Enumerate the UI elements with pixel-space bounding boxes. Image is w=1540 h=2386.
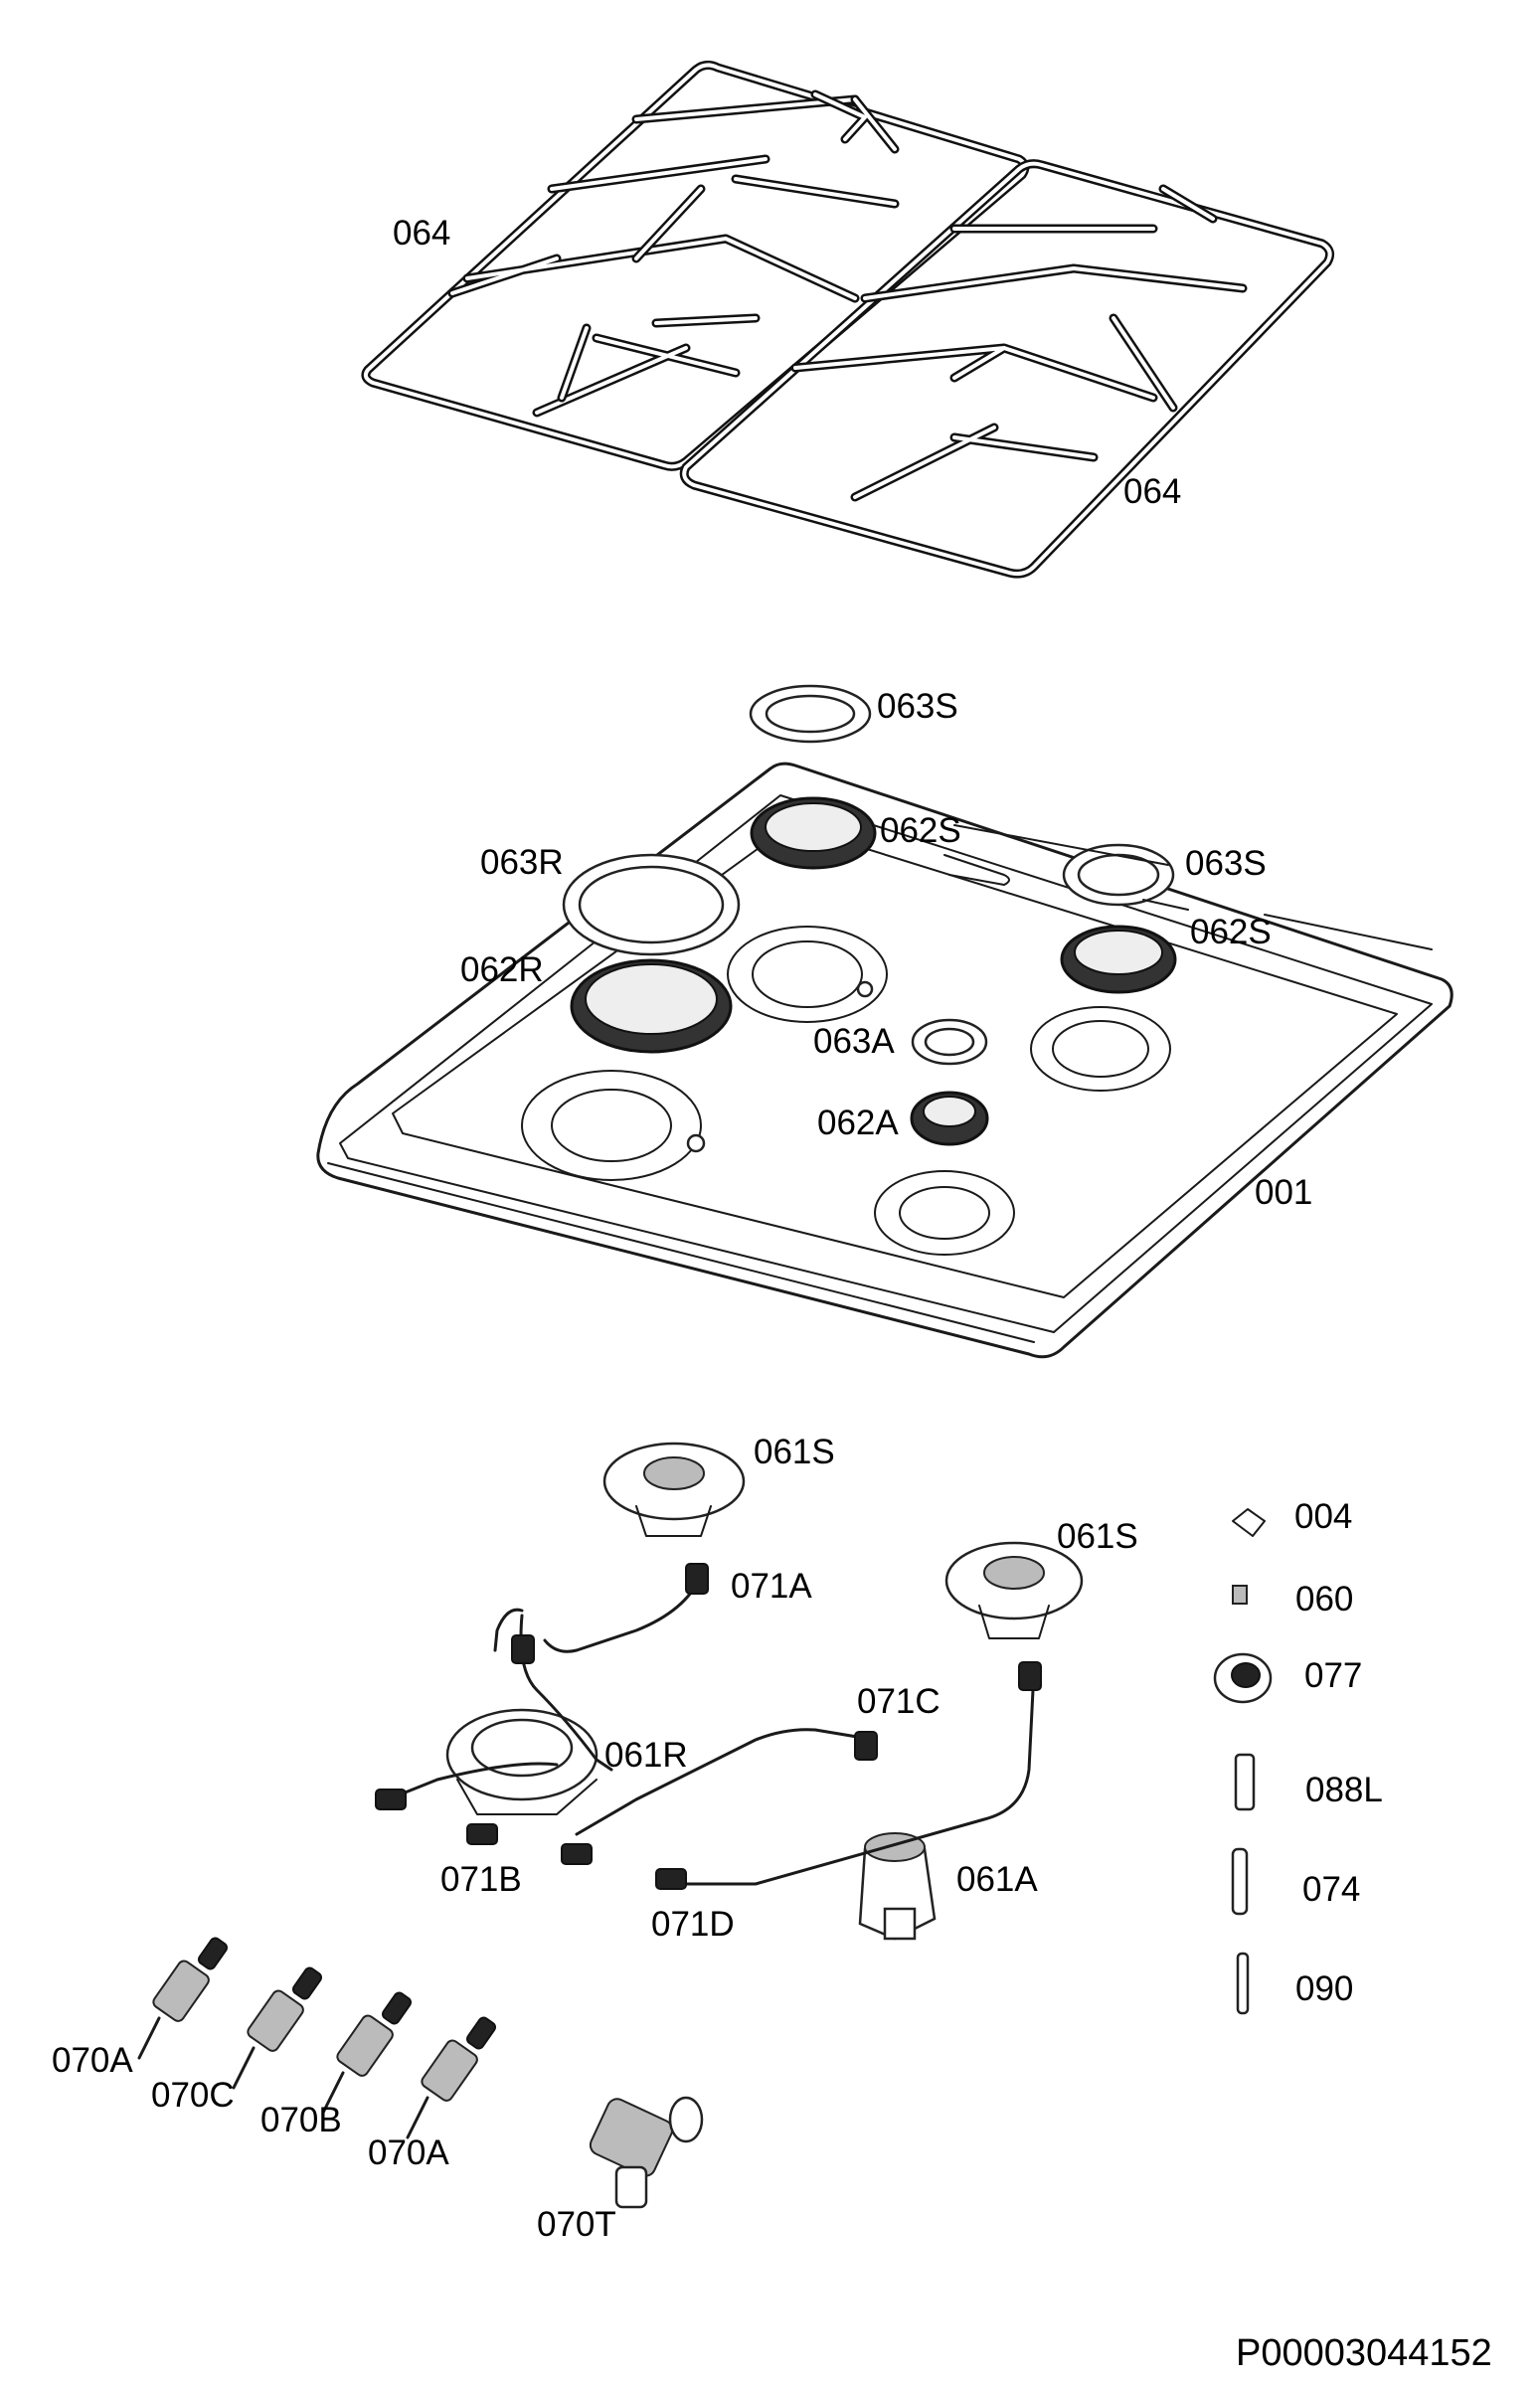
pan-support-right (679, 159, 1335, 579)
label-071c: 071C (857, 1682, 941, 1721)
label-064-right: 064 (1123, 472, 1182, 511)
spare-parts-column (1213, 1508, 1273, 2015)
label-070a-right: 070A (368, 2133, 449, 2172)
pan-support-left (361, 60, 1030, 471)
label-070t: 070T (537, 2205, 616, 2244)
label-070b: 070B (260, 2101, 342, 2139)
burner-caps-and-rings (562, 684, 1177, 1146)
label-070c: 070C (151, 2076, 235, 2115)
burner-body-061s-right (944, 1541, 1084, 1639)
label-060: 060 (1295, 1580, 1354, 1619)
burner-body-061a (858, 1832, 937, 1941)
label-071b: 071B (440, 1860, 522, 1899)
label-088l: 088L (1305, 1771, 1383, 1809)
label-063s-top: 063S (877, 687, 958, 726)
label-061s-right: 061S (1057, 1517, 1138, 1556)
label-062s-top: 062S (880, 811, 961, 850)
label-071a: 071A (731, 1567, 812, 1606)
gas-taps (137, 1937, 704, 2209)
burner-body-061r (445, 1708, 599, 1815)
label-071d: 071D (651, 1905, 735, 1944)
label-077: 077 (1304, 1656, 1363, 1695)
label-062a: 062A (817, 1104, 899, 1142)
label-063r: 063R (480, 843, 564, 882)
leader-lines (953, 824, 1433, 950)
label-064-left: 064 (393, 214, 451, 253)
label-061r: 061R (604, 1736, 688, 1775)
label-062s-right: 062S (1190, 913, 1272, 951)
label-070a-left: 070A (52, 2041, 133, 2080)
burner-body-061s-left (602, 1442, 746, 1537)
gas-pipes (375, 1563, 1042, 1890)
label-001: 001 (1255, 1173, 1313, 1212)
label-004: 004 (1294, 1497, 1353, 1536)
label-074: 074 (1302, 1870, 1361, 1909)
label-063s-right: 063S (1185, 844, 1267, 883)
hob-top-panel (316, 762, 1454, 1359)
label-062r: 062R (460, 950, 544, 989)
drawing-code: P00003044152 (1236, 2332, 1492, 2374)
label-090: 090 (1295, 1969, 1354, 2008)
label-061s-left: 061S (754, 1433, 835, 1471)
label-063a: 063A (813, 1022, 895, 1061)
label-061a: 061A (956, 1860, 1038, 1899)
